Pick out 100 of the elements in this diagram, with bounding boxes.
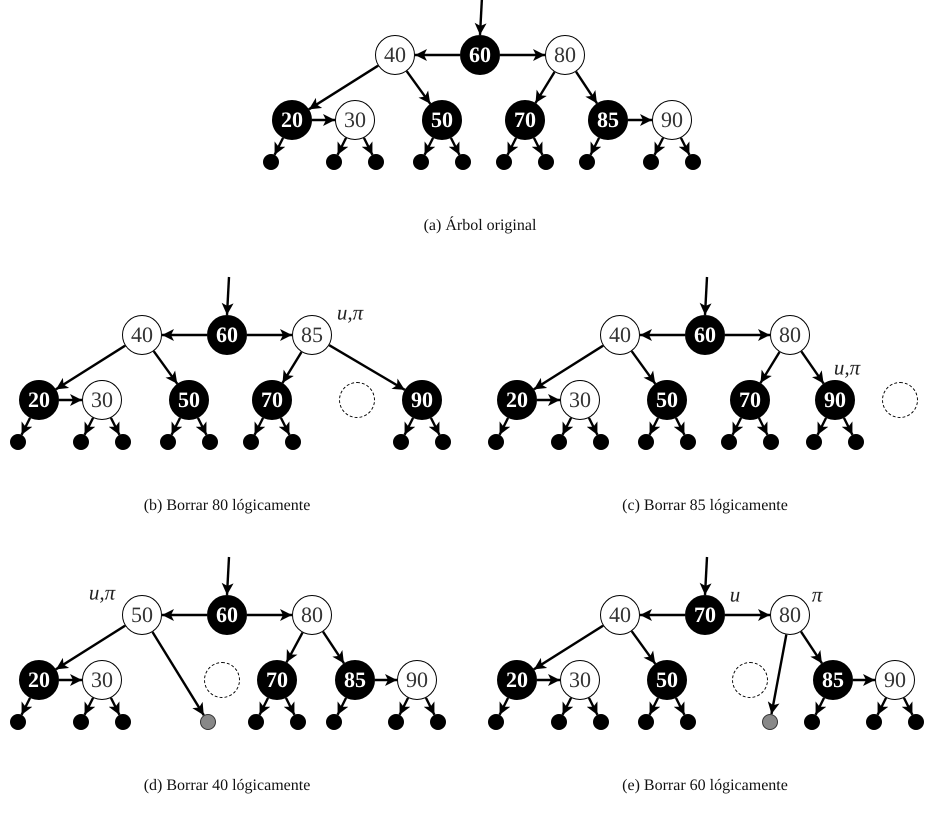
empty-slot-circle [339, 382, 375, 418]
tree-node: 30 [335, 100, 375, 140]
arrow [725, 329, 770, 341]
tree-node: 70 [257, 660, 297, 700]
tree-node: 85 [292, 315, 332, 355]
leaf-node [10, 434, 26, 450]
panel-caption: (e) Borrar 60 lógicamente [622, 777, 788, 795]
arrow [533, 624, 604, 670]
tree-node: 60 [207, 315, 247, 355]
tree-node: 85 [335, 660, 375, 700]
arrow [590, 137, 602, 156]
arrow [534, 71, 556, 104]
arrow [55, 624, 126, 670]
arrow [247, 329, 292, 341]
panel-caption: (d) Borrar 40 lógicamente [144, 777, 310, 795]
arrow [278, 417, 290, 436]
tree-node: 30 [560, 380, 600, 420]
arrow [336, 697, 348, 716]
arrow [424, 697, 436, 716]
tree-node: 30 [82, 660, 122, 700]
tree-node: 40 [375, 35, 415, 75]
tree-node: 50 [169, 380, 209, 420]
arrow [398, 697, 410, 716]
arrow [406, 70, 432, 104]
arrow [575, 71, 598, 104]
leaf-node [435, 434, 451, 450]
tree-node: 70 [685, 595, 725, 635]
leaf-node [368, 154, 384, 170]
leaf-node [393, 434, 409, 450]
arrow [816, 417, 828, 436]
leaf-node [680, 434, 696, 450]
arrow [498, 697, 510, 716]
leaf-node [848, 434, 864, 450]
root-pointer-arrow [700, 556, 712, 596]
arrow [284, 697, 296, 716]
leaf-node [455, 154, 471, 170]
tree-node: 80 [770, 315, 810, 355]
root-pointer-arrow [222, 556, 234, 596]
arrow [678, 137, 690, 156]
tree-node: 50 [647, 380, 687, 420]
tree-node: 60 [207, 595, 247, 635]
arrow [415, 49, 460, 61]
tree-node: 70 [730, 380, 770, 420]
tree-node: 90 [652, 100, 692, 140]
tree-node: 20 [19, 660, 59, 700]
arrow [328, 344, 406, 391]
arrow [853, 674, 875, 686]
leaf-node [115, 714, 131, 730]
arrow [312, 114, 335, 126]
arrow [630, 350, 656, 384]
arrow [628, 114, 652, 126]
arrow [308, 64, 379, 110]
tree-node: 20 [497, 380, 537, 420]
arrow [84, 417, 96, 436]
node-annotation: u,π [88, 580, 116, 606]
empty-slot-circle [732, 662, 768, 698]
tree-node: 60 [685, 315, 725, 355]
arrow [281, 351, 303, 384]
root-pointer-arrow [474, 0, 487, 36]
arrow [108, 697, 120, 716]
tree-node: 50 [422, 100, 462, 140]
tree-node: 50 [647, 660, 687, 700]
arrow [800, 631, 823, 664]
tree-node: 20 [497, 660, 537, 700]
tree-node: 70 [252, 380, 292, 420]
arrow [428, 417, 440, 436]
empty-slot-circle [882, 382, 918, 418]
arrow [506, 137, 518, 156]
leaf-node [763, 434, 779, 450]
empty-slot-circle [204, 662, 240, 698]
leaf-node [290, 714, 306, 730]
tree-node: 80 [292, 595, 332, 635]
arrow [404, 417, 416, 436]
leaf-node [638, 434, 654, 450]
tree-node: 20 [19, 380, 59, 420]
arrow [654, 137, 666, 156]
leaf-node [551, 714, 567, 730]
arrow [20, 697, 32, 716]
leaf-node [430, 714, 446, 730]
arrow [59, 394, 82, 406]
root-pointer-arrow [700, 276, 712, 316]
tree-node: 90 [397, 660, 437, 700]
leaf-node [326, 154, 342, 170]
arrow [648, 417, 660, 436]
arrow [532, 137, 544, 156]
arrow [537, 394, 560, 406]
arrow [274, 137, 286, 156]
leaf-node [326, 714, 342, 730]
arrow [533, 344, 604, 390]
arrow [756, 417, 768, 436]
arrow [170, 417, 182, 436]
node-annotation: π [812, 582, 822, 608]
leaf-node [285, 434, 301, 450]
arrow [196, 417, 208, 436]
leaf-node [806, 434, 822, 450]
arrow [537, 674, 560, 686]
tree-node: 40 [600, 315, 640, 355]
leaf-node [685, 154, 701, 170]
arrow [586, 697, 598, 716]
leaf-node [160, 434, 176, 450]
